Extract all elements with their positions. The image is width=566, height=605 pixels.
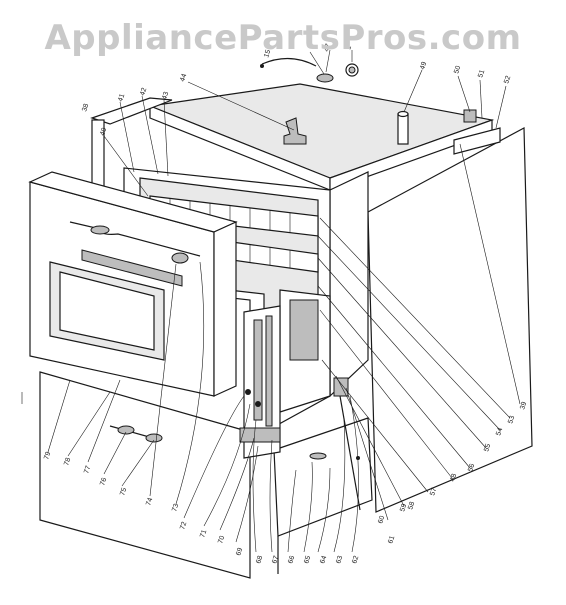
vent-tube-top	[397, 110, 409, 118]
callout-69: 69	[235, 547, 244, 557]
callout-1: 1	[345, 45, 353, 51]
callout-64: 64	[319, 555, 328, 565]
callout-44: 44	[179, 73, 188, 83]
callout-58: 58	[407, 501, 416, 511]
screw-15	[260, 64, 264, 68]
lead-lines-top	[103, 49, 507, 197]
callout-60: 60	[377, 515, 386, 525]
callout-72: 72	[179, 521, 188, 531]
callout-75: 75	[119, 487, 128, 497]
drawer-handle-left	[117, 425, 135, 435]
lower-cabinet-front	[39, 371, 251, 579]
door-handle-grip	[90, 225, 110, 235]
callout-68: 68	[255, 555, 264, 565]
callout-41: 41	[117, 93, 126, 103]
clip-51	[463, 109, 477, 123]
callout-38: 38	[81, 103, 90, 113]
oven-door-window-glass	[59, 271, 155, 351]
valve-knob	[316, 73, 334, 83]
callout-62: 62	[351, 555, 360, 565]
callout-53: 53	[507, 415, 516, 425]
drawer-handle-right	[145, 433, 163, 443]
callout-76: 76	[99, 477, 108, 487]
valve-ring-inner	[348, 66, 356, 74]
lead-lines-bottom	[252, 395, 359, 553]
door-handle-bracket	[171, 252, 189, 264]
vent-tube	[397, 113, 409, 145]
callout-63: 63	[335, 555, 344, 565]
callout-55: 55	[483, 443, 492, 453]
latch-block	[333, 377, 349, 397]
callout-42: 42	[139, 87, 148, 97]
vent-bracket	[283, 117, 307, 145]
hinge-pin-2	[255, 401, 261, 407]
callout-54: 54	[495, 427, 504, 437]
callout-labels: 15 47 1 44 38 41 42 43 40 49 50 51 52 39…	[43, 43, 528, 565]
callout-40: 40	[99, 127, 108, 137]
callout-74: 74	[145, 497, 154, 507]
broiler-pan	[289, 299, 319, 361]
callout-50: 50	[453, 65, 462, 75]
oven-door-side-edge	[213, 221, 237, 397]
callout-43: 43	[161, 91, 170, 101]
callout-67: 67	[271, 555, 280, 565]
hinge-pin-1	[245, 389, 251, 395]
hinge-base	[239, 427, 281, 443]
oven-body-side	[329, 171, 369, 398]
drawer-latch	[309, 452, 327, 460]
callout-78: 78	[63, 457, 72, 467]
callout-59: 59	[399, 503, 408, 513]
lead-lines-left	[47, 261, 259, 543]
callout-51: 51	[477, 69, 486, 79]
callout-57: 57	[429, 487, 438, 497]
hinge-spring	[265, 315, 273, 427]
callout-52: 52	[503, 75, 512, 85]
callout-77: 77	[83, 465, 92, 475]
callout-47: 47	[323, 43, 332, 53]
rear-gas-manifold	[453, 127, 501, 155]
latch-rod	[339, 395, 361, 511]
callout-61: 61	[387, 535, 396, 545]
callout-arc-15	[261, 57, 317, 67]
door-window-frame	[81, 249, 183, 287]
callout-39: 39	[519, 401, 528, 411]
callout-15: 15	[263, 49, 272, 59]
callout-71: 71	[199, 529, 208, 539]
drawer-front	[273, 417, 373, 537]
callout-79: 79	[43, 451, 52, 461]
hinge-arm	[253, 319, 263, 421]
callout-48: 48	[449, 473, 458, 483]
right-side-panel	[367, 127, 533, 513]
callout-49: 49	[419, 61, 428, 71]
callout-65: 65	[303, 555, 312, 565]
callout-70: 70	[217, 535, 226, 545]
callout-56: 56	[467, 463, 476, 473]
lead-lines-right	[317, 143, 521, 521]
callout-66: 66	[287, 555, 296, 565]
callout-73: 73	[171, 503, 180, 513]
